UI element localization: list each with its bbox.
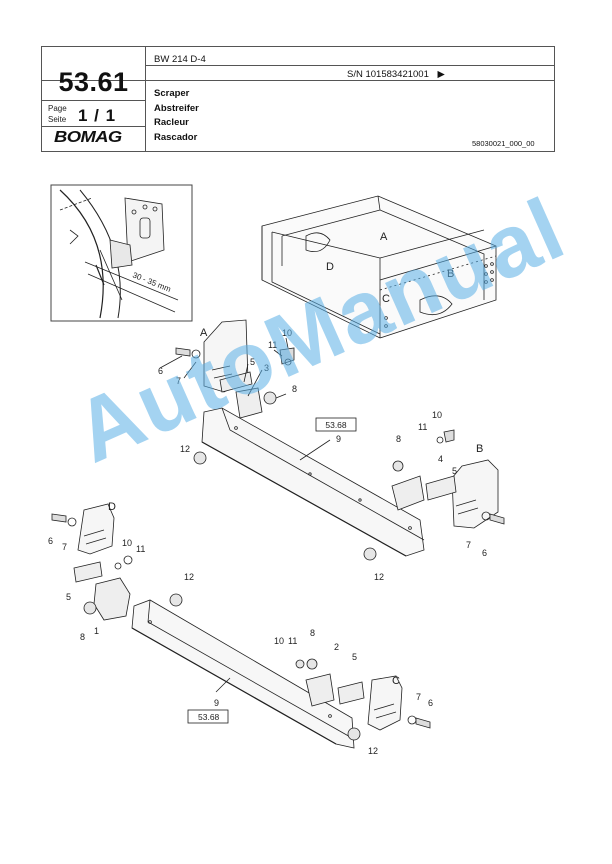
callout-6: 6 bbox=[482, 548, 487, 558]
bracket-group-c: C bbox=[295, 658, 431, 731]
page-label-en: Page bbox=[48, 104, 67, 113]
frame-label-d: D bbox=[326, 261, 334, 273]
bracket-group-a: A bbox=[159, 319, 295, 419]
serial-text: S/N 101583421001 bbox=[347, 69, 429, 80]
callout-8: 8 bbox=[292, 384, 297, 394]
bracket-label-d: D bbox=[108, 501, 116, 513]
callout-5: 5 bbox=[250, 357, 255, 367]
callout-8: 8 bbox=[80, 632, 85, 642]
bracket-group-b: B bbox=[391, 429, 505, 529]
callout-12: 12 bbox=[368, 746, 378, 756]
brand-logo: BOMAG bbox=[54, 129, 122, 146]
callout-7: 7 bbox=[466, 540, 471, 550]
model-name: BW 214 D-4 bbox=[154, 54, 206, 65]
callout-10: 10 bbox=[432, 410, 442, 420]
upper-scraper-blade bbox=[193, 407, 425, 561]
callout-12: 12 bbox=[184, 572, 194, 582]
callout-3: 3 bbox=[264, 363, 269, 373]
callout-6: 6 bbox=[428, 698, 433, 708]
doc-id: 58030021_000_00 bbox=[472, 139, 535, 148]
serial-number: S/N 101583421001 ▶ bbox=[347, 69, 445, 80]
bracket-label-c: C bbox=[392, 675, 400, 687]
bracket-group-d: D bbox=[51, 501, 133, 621]
callout-12: 12 bbox=[374, 572, 384, 582]
detail-inset: 30 - 35 mm bbox=[50, 184, 193, 322]
frame-label-b: B bbox=[447, 268, 454, 280]
callout-10: 10 bbox=[122, 538, 132, 548]
header-rule bbox=[42, 80, 554, 81]
header-divider bbox=[145, 47, 146, 151]
detail-dimension: 30 - 35 mm bbox=[131, 271, 172, 295]
callout-11: 11 bbox=[418, 422, 427, 432]
page-number: 53.61 bbox=[58, 67, 129, 97]
callout-9: 9 bbox=[336, 434, 341, 444]
callout-11: 11 bbox=[268, 340, 277, 350]
callout-6: 6 bbox=[158, 366, 163, 376]
page-label-de: Seite bbox=[48, 115, 67, 124]
callout-8: 8 bbox=[310, 628, 315, 638]
callout-11: 11 bbox=[136, 544, 145, 554]
title-fr: Racleur bbox=[154, 117, 189, 128]
title-en: Scraper bbox=[154, 88, 190, 99]
header-block: 53.61 Page Seite 1 / 1 BOMAG BW 214 D-4 … bbox=[41, 46, 555, 152]
frame-label-c: C bbox=[382, 293, 390, 305]
callout-10: 10 bbox=[274, 636, 284, 646]
header-rule bbox=[145, 65, 554, 66]
title-de: Abstreifer bbox=[154, 102, 199, 114]
callout-6: 6 bbox=[48, 536, 53, 546]
callout-9: 9 bbox=[214, 698, 219, 708]
bracket-label-b: B bbox=[476, 443, 483, 455]
callout-5: 5 bbox=[66, 592, 71, 602]
title-es: Rascador bbox=[154, 131, 198, 143]
callout-5: 5 bbox=[452, 466, 457, 476]
callout-2: 2 bbox=[334, 642, 339, 652]
lower-scraper-blade bbox=[131, 593, 361, 749]
callout-labels: 6 7 5 3 10 11 8 53.68 9 12 10 11 8 4 5 7… bbox=[48, 328, 487, 756]
page-value: 1 / 1 bbox=[78, 106, 117, 125]
ref-53-68-upper: 53.68 bbox=[325, 420, 347, 430]
header-rule bbox=[42, 100, 145, 101]
bracket-label-a: A bbox=[200, 327, 208, 339]
frame-label-a: A bbox=[380, 231, 388, 243]
callout-7: 7 bbox=[416, 692, 421, 702]
callout-8: 8 bbox=[396, 434, 401, 444]
callout-7: 7 bbox=[176, 376, 181, 386]
callout-7: 7 bbox=[62, 542, 67, 552]
callout-10: 10 bbox=[282, 328, 292, 338]
callout-4: 4 bbox=[438, 454, 443, 464]
callout-11: 11 bbox=[288, 636, 297, 646]
callout-5: 5 bbox=[352, 652, 357, 662]
header-rule bbox=[42, 126, 145, 127]
callout-1: 1 bbox=[94, 626, 99, 636]
title-list: Scraper Abstreifer Racleur Rascador bbox=[154, 87, 199, 145]
machine-frame: A B C D bbox=[261, 195, 497, 339]
callout-12: 12 bbox=[180, 444, 190, 454]
ref-53-68-lower: 53.68 bbox=[198, 712, 220, 722]
play-arrow-icon: ▶ bbox=[437, 69, 445, 80]
